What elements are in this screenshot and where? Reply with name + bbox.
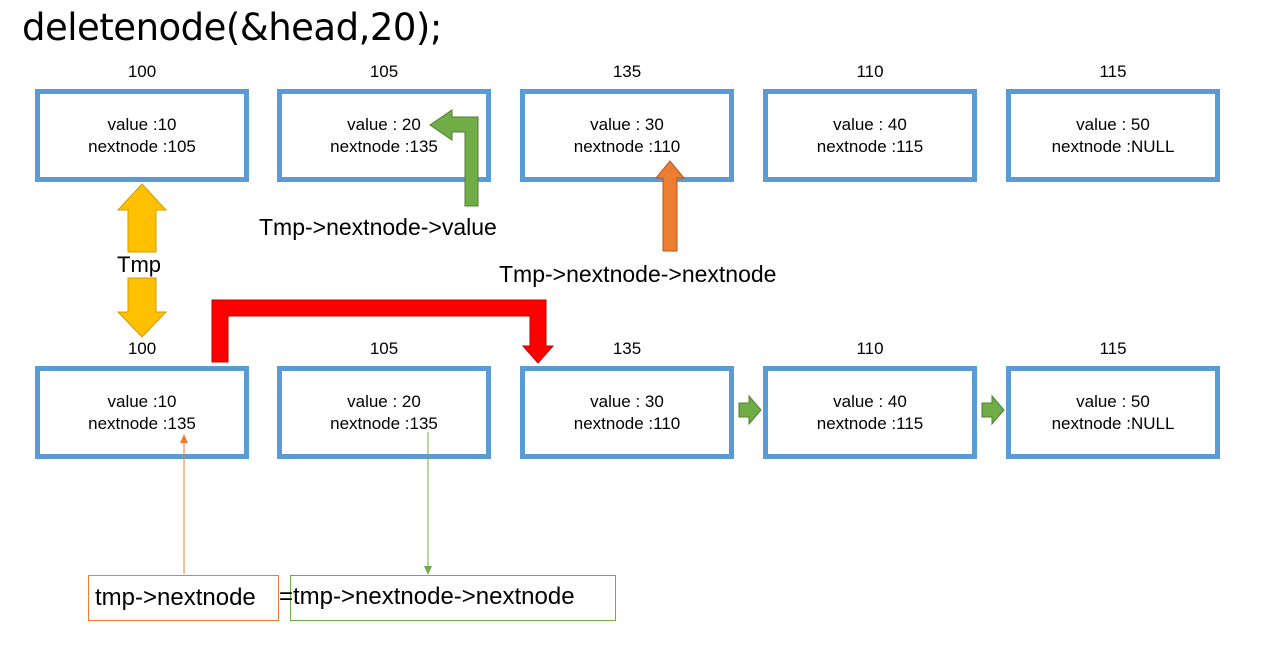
address-label: 115: [1099, 339, 1127, 358]
list-node: value :10 nextnode :135: [35, 366, 249, 459]
node-value: value : 40: [833, 114, 907, 134]
code-left-text: tmp->nextnode: [95, 584, 256, 611]
node-value: value : 20: [347, 114, 421, 134]
code-left-box: tmp->nextnode: [88, 575, 279, 621]
node-next: nextnode :110: [573, 136, 681, 156]
tmp-label: Tmp: [117, 252, 161, 277]
list-node: value : 20 nextnode :135: [277, 366, 491, 459]
tmp-next-next-label: Tmp->nextnode->nextnode: [499, 261, 777, 287]
tmp-down-arrow: [116, 277, 168, 338]
list-node: value : 50 nextnode :NULL: [1006, 366, 1220, 459]
list-node: value : 30 nextnode :110: [520, 89, 734, 182]
relink-arrow: [211, 299, 555, 364]
node-next: nextnode :135: [88, 413, 196, 433]
address-label: 100: [127, 62, 157, 81]
address-label: 105: [369, 62, 399, 81]
node-next: nextnode :NULL: [1051, 136, 1175, 156]
list-node: value : 20 nextnode :135: [277, 89, 491, 182]
node-next: nextnode :105: [88, 136, 196, 156]
address-label: 100: [127, 339, 157, 358]
node-next: nextnode :115: [816, 413, 924, 433]
list-node: value : 40 nextnode :115: [763, 89, 977, 182]
node-value: value : 20: [347, 391, 421, 411]
list-node: value : 50 nextnode :NULL: [1006, 89, 1220, 182]
code-right-text: =tmp->nextnode->nextnode: [279, 583, 575, 610]
connector-arrowhead: [424, 566, 432, 575]
node-next: nextnode :NULL: [1051, 413, 1175, 433]
link-arrow-icon: [981, 394, 1005, 426]
node-value: value :10: [107, 391, 177, 411]
node-value: value : 30: [590, 114, 664, 134]
node-next: nextnode :115: [816, 136, 924, 156]
node-next: nextnode :135: [330, 413, 438, 433]
address-label: 135: [612, 62, 642, 81]
address-label: 135: [612, 339, 642, 358]
node-value: value :10: [107, 114, 177, 134]
connector-arrowhead: [180, 434, 188, 443]
node-next: nextnode :110: [573, 413, 681, 433]
list-node: value : 30 nextnode :110: [520, 366, 734, 459]
value-pointer-arrow: [429, 109, 479, 207]
address-label: 110: [856, 62, 884, 81]
node-value: value : 50: [1076, 114, 1150, 134]
node-value: value : 30: [590, 391, 664, 411]
code-right-box: [290, 575, 616, 621]
tmp-up-arrow: [116, 183, 168, 253]
node-value: value : 50: [1076, 391, 1150, 411]
address-label: 115: [1099, 62, 1127, 81]
node-next: nextnode :135: [330, 136, 438, 156]
tmp-next-value-label: Tmp->nextnode->value: [259, 214, 497, 240]
list-node: value : 40 nextnode :115: [763, 366, 977, 459]
address-label: 110: [856, 339, 884, 358]
node-value: value : 40: [833, 391, 907, 411]
list-node: value :10 nextnode :105: [35, 89, 249, 182]
nextnext-pointer-arrow: [654, 160, 686, 252]
page-title: deletenode(&head,20);: [22, 6, 442, 49]
code-right-text-wrap: =tmp->nextnode->nextnode: [279, 575, 619, 621]
address-label: 105: [369, 339, 399, 358]
link-arrow-icon: [738, 394, 762, 426]
